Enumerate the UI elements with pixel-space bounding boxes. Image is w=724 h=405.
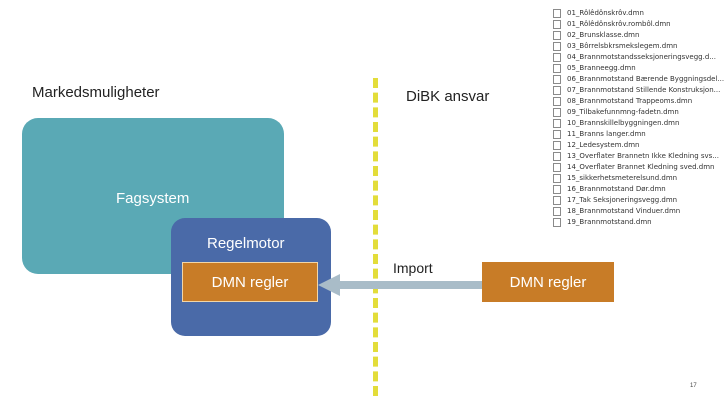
file-name: 11_Branns langer.dmn [567, 130, 646, 138]
file-name: 12_Ledesystem.dmn [567, 141, 640, 149]
file-icon [553, 163, 561, 172]
file-name: 15_sikkerhetsmeterelsund.dmn [567, 174, 678, 182]
file-list-item: 05_Branneegg.dmn [553, 63, 713, 74]
file-icon [553, 207, 561, 216]
file-name: 08_Brannmotstand Trappeoms.dmn [567, 97, 693, 105]
dmn-regler-external-box: DMN regler [482, 262, 614, 302]
import-arrow-icon [318, 274, 483, 296]
file-icon [553, 97, 561, 106]
file-list-item: 04_Brannmotstandsseksjoneringsvegg.d... [553, 52, 716, 63]
file-list-item: 15_sikkerhetsmeterelsund.dmn [553, 173, 713, 184]
page-number: 17 [690, 383, 697, 389]
file-name: 19_Brannmotstand.dmn [567, 218, 652, 226]
responsibility-divider [373, 78, 378, 396]
file-name: 10_Brannskillelbyggningen.dmn [567, 119, 680, 127]
file-name: 18_Brannmotstand Vinduer.dmn [567, 207, 681, 215]
file-name: 06_Brannmotstand Bærende Byggningsdel... [567, 75, 724, 83]
file-icon [553, 141, 561, 150]
file-icon [553, 108, 561, 117]
file-icon [553, 196, 561, 205]
file-icon [553, 152, 561, 161]
file-icon [553, 9, 561, 18]
dmn-regler-internal-box: DMN regler [182, 262, 318, 302]
file-name: 01_Rôlêdônskrôv.dmn [567, 9, 644, 17]
file-list-item: 16_Brannmotstand Dør.dmn [553, 184, 713, 195]
file-list-item: 03_Bôrrelsbkrsmekslegem.dmn [553, 41, 713, 52]
dmn-regler-external-label: DMN regler [509, 273, 587, 291]
dmn-file-list: 01_Rôlêdônskrôv.dmn 01_Rôlêdônskrôv.romb… [553, 8, 724, 250]
file-list-item: 19_Brannmotstand.dmn [553, 217, 713, 228]
file-list-item: 07_Brannmotstand Stillende Konstruksjon.… [553, 85, 720, 96]
file-list-item: 18_Brannmotstand Vinduer.dmn [553, 206, 713, 217]
file-list-item: 06_Brannmotstand Bærende Byggningsdel... [553, 74, 724, 85]
regelmotor-label: Regelmotor [207, 235, 285, 252]
file-name: 13_Overflater Brannetn Ikke Kledning svs… [567, 152, 719, 160]
file-list-item: 13_Overflater Brannetn Ikke Kledning svs… [553, 151, 719, 162]
file-name: 01_Rôlêdônskrôv.rombôl.dmn [567, 20, 671, 28]
file-list-item: 17_Tak Seksjoneringsvegg.dmn [553, 195, 713, 206]
fagsystem-label: Fagsystem [116, 190, 190, 207]
file-list-item: 14_Overflater Brannet Kledning sved.dmn [553, 162, 715, 173]
file-icon [553, 64, 561, 73]
dibk-ansvar-heading: DiBK ansvar [406, 88, 490, 105]
file-list-item: 01_Rôlêdônskrôv.rombôl.dmn [553, 19, 713, 30]
file-name: 02_Brunsklasse.dmn [567, 31, 640, 39]
file-icon [553, 31, 561, 40]
file-icon [553, 218, 561, 227]
file-icon [553, 53, 561, 62]
file-icon [553, 42, 561, 51]
file-icon [553, 20, 561, 29]
file-list-item: 11_Branns langer.dmn [553, 129, 713, 140]
markedsmuligheter-heading: Markedsmuligheter [32, 84, 160, 101]
file-list-item: 08_Brannmotstand Trappeoms.dmn [553, 96, 713, 107]
file-icon [553, 130, 561, 139]
file-name: 16_Brannmotstand Dør.dmn [567, 185, 666, 193]
dmn-regler-internal-label: DMN regler [211, 273, 289, 291]
file-list-item: 01_Rôlêdônskrôv.dmn [553, 8, 713, 19]
file-list-item: 12_Ledesystem.dmn [553, 140, 713, 151]
file-icon [553, 86, 561, 95]
file-list-item: 02_Brunsklasse.dmn [553, 30, 713, 41]
file-name: 04_Brannmotstandsseksjoneringsvegg.d... [567, 53, 716, 61]
file-icon [553, 119, 561, 128]
file-name: 09_Tilbakefunnmng-fadetn.dmn [567, 108, 679, 116]
file-name: 14_Overflater Brannet Kledning sved.dmn [567, 163, 715, 171]
import-label: Import [393, 260, 433, 276]
file-list-item: 10_Brannskillelbyggningen.dmn [553, 118, 713, 129]
file-icon [553, 174, 561, 183]
file-name: 07_Brannmotstand Stillende Konstruksjon.… [567, 86, 721, 94]
file-name: 05_Branneegg.dmn [567, 64, 636, 72]
file-icon [553, 75, 561, 84]
file-icon [553, 185, 561, 194]
file-name: 17_Tak Seksjoneringsvegg.dmn [567, 196, 678, 204]
file-name: 03_Bôrrelsbkrsmekslegem.dmn [567, 42, 678, 50]
file-list-item: 09_Tilbakefunnmng-fadetn.dmn [553, 107, 713, 118]
